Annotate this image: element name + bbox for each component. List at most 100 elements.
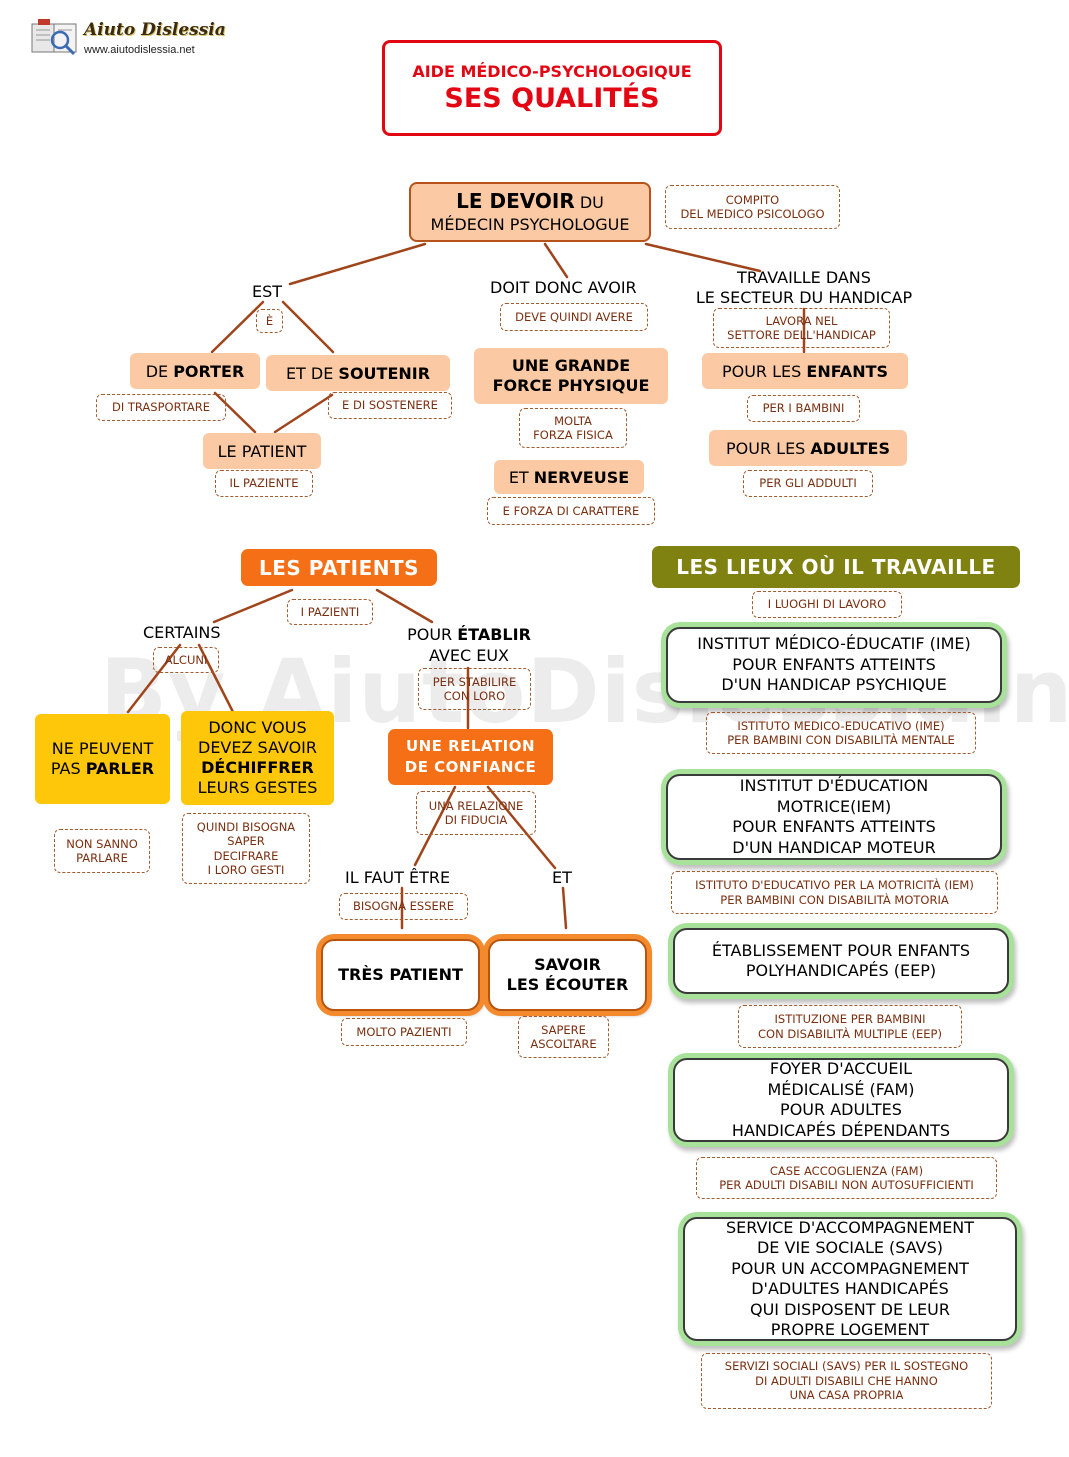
- tr-parler-line1: NON SANNO: [66, 836, 138, 851]
- dechiffrer-line1: DONC VOUS: [208, 718, 307, 737]
- label-et: ET: [552, 868, 572, 887]
- etablir-line2: AVEC EUX: [428, 646, 509, 665]
- lieu-iem-line1: INSTITUT D'ÉDUCATION: [739, 776, 929, 795]
- link-patients-certains: [212, 588, 294, 624]
- lieu-iem-line2: MOTRICE(IEM): [776, 796, 892, 816]
- title-box: AIDE MÉDICO-PSYCHOLOGIQUE SES QUALITÉS: [382, 40, 722, 136]
- porter-bold: PORTER: [173, 361, 245, 381]
- logo-title: Aiuto Dislessia: [84, 20, 226, 40]
- title-line-2: SES QUALITÉS: [444, 83, 660, 114]
- dechiffrer-line3: DÉCHIFFRER: [201, 758, 314, 777]
- tr-est: È: [256, 309, 283, 333]
- tr-nerveuse: E FORZA DI CARATTERE: [487, 497, 655, 525]
- lieu-eep-line2: POLYHANDICAPÉS (EEP): [745, 961, 937, 980]
- lieu-savs-line2: DE VIE SOCIALE (SAVS): [756, 1238, 944, 1257]
- relation-line2: DE CONFIANCE: [404, 758, 537, 776]
- parler-line1: NE PEUVENT: [51, 739, 154, 758]
- lieu-eep-line1: ÉTABLISSEMENT POUR ENFANTS: [711, 940, 971, 960]
- title-line-1: AIDE MÉDICO-PSYCHOLOGIQUE: [412, 62, 692, 81]
- node-nerveuse: ET NERVEUSE: [494, 460, 644, 494]
- link-relation-et: [486, 785, 557, 870]
- node-adultes: POUR LES ADULTES: [709, 430, 907, 466]
- porter-pre: DE: [145, 361, 174, 381]
- node-tres-patient: TRÈS PATIENT: [316, 934, 485, 1016]
- tr-porter: DI TRASPORTARE: [96, 394, 226, 421]
- savoir-line2: LES ÉCOUTER: [506, 975, 629, 994]
- tr-dechiffrer-line2: SAPER: [227, 834, 265, 848]
- tr-lieu-eep: ISTITUZIONE PER BAMBINI CON DISABILITÀ M…: [738, 1005, 962, 1048]
- adultes-bold: ADULTES: [810, 438, 890, 458]
- lieu-iem-line3: POUR ENFANTS ATTEINTS: [732, 817, 936, 836]
- etablir-pre: POUR: [407, 625, 458, 644]
- link-est-soutenir: [281, 300, 335, 354]
- adultes-pre: POUR LES: [726, 438, 811, 458]
- travaille-line1: TRAVAILLE DANS: [737, 268, 871, 287]
- tr-enfants: PER I BAMBINI: [747, 395, 860, 422]
- node-patient: LE PATIENT: [203, 433, 321, 469]
- node-lieux: LES LIEUX OÙ IL TRAVAILLE: [652, 546, 1020, 588]
- logo-url: www.aiutodislessia.net: [84, 44, 195, 56]
- tr-etablir-line2: CON LORO: [443, 689, 506, 703]
- lieu-savs-line6: PROPRE LOGEMENT: [770, 1320, 930, 1339]
- dechiffrer-line4: LEURS GESTES: [197, 778, 318, 797]
- parler-pre: PAS: [50, 759, 86, 778]
- node-parler: NE PEUVENT PAS PARLER: [35, 714, 170, 804]
- lieu-ime: INSTITUT MÉDICO-ÉDUCATIF (IME) POUR ENFA…: [666, 627, 1002, 703]
- link-devoir-doit: [543, 242, 569, 279]
- node-dechiffrer: DONC VOUS DEVEZ SAVOIR DÉCHIFFRER LEURS …: [181, 711, 334, 805]
- tr-lieu-iem: ISTITUTO D'EDUCATIVO PER LA MOTRICITÀ (I…: [671, 871, 998, 914]
- tr-soutenir: E DI SOSTENERE: [328, 392, 452, 419]
- tr-dechiffrer-line1: QUINDI BISOGNA: [196, 819, 296, 834]
- tr-lieu-ime-line1: ISTITUTO MEDICO-EDUCATIVO (IME): [737, 718, 945, 733]
- savoir-line1: SAVOIR: [534, 955, 601, 974]
- tr-lieu-iem-line2: PER BAMBINI CON DISABILITÀ MOTORIA: [720, 892, 949, 907]
- relation-line1: UNE RELATION: [405, 737, 536, 755]
- link-certains-parler: [126, 643, 182, 714]
- tr-devoir: COMPITO DEL MEDICO PSICOLOGO: [665, 185, 840, 229]
- label-travaille: TRAVAILLE DANS LE SECTEUR DU HANDICAP: [684, 268, 924, 308]
- lieu-savs: SERVICE D'ACCOMPAGNEMENT DE VIE SOCIALE …: [683, 1217, 1017, 1341]
- node-enfants: POUR LES ENFANTS: [702, 353, 908, 389]
- lieu-iem-line4: D'UN HANDICAP MOTEUR: [732, 837, 936, 857]
- tr-lieu-fam-line1: CASE ACCOGLIENZA (FAM): [769, 1163, 924, 1178]
- devoir-bold: LE DEVOIR: [456, 189, 575, 213]
- lieu-fam-line4: HANDICAPÉS DÉPENDANTS: [731, 1120, 951, 1140]
- lieu-ime-line2: POUR ENFANTS ATTEINTS: [732, 654, 936, 674]
- node-relation: UNE RELATION DE CONFIANCE: [388, 729, 553, 785]
- tr-lieu-fam-line2: PER ADULTI DISABILI NON AUTOSUFFICIENTI: [719, 1178, 974, 1192]
- tr-patients: I PAZIENTI: [287, 599, 373, 625]
- soutenir-bold: SOUTENIR: [338, 363, 431, 383]
- dechiffrer-line2: DEVEZ SAVOIR: [198, 738, 317, 757]
- tr-lieu-ime-line2: PER BAMBINI CON DISABILITÀ MENTALE: [727, 733, 955, 747]
- node-patients: LES PATIENTS: [241, 549, 437, 586]
- tr-savoir-line1: SAPERE: [541, 1022, 586, 1037]
- tr-devoir-line1: COMPITO: [725, 192, 780, 207]
- tr-parler: NON SANNO PARLARE: [54, 829, 150, 873]
- enfants-pre: POUR LES: [721, 361, 807, 381]
- node-savoir: SAVOIR LES ÉCOUTER: [483, 934, 652, 1016]
- tr-dechiffrer-line3: DECIFRARE: [213, 848, 279, 863]
- link-devoir-travaille: [644, 242, 762, 273]
- link-est-porter: [210, 300, 265, 354]
- link-et-savoir: [561, 886, 568, 930]
- tr-force: MOLTA FORZA FISICA: [519, 408, 627, 448]
- lieu-savs-line1: SERVICE D'ACCOMPAGNEMENT: [725, 1217, 975, 1237]
- tr-relation-line2: DI FIDUCIA: [444, 813, 508, 827]
- enfants-bold: ENFANTS: [806, 361, 889, 381]
- nerveuse-bold: NERVEUSE: [533, 467, 630, 487]
- link-devoir-est: [288, 242, 427, 286]
- force-line1: UNE GRANDE: [511, 356, 631, 375]
- tr-lieu-fam: CASE ACCOGLIENZA (FAM) PER ADULTI DISABI…: [696, 1157, 997, 1199]
- node-devoir: LE DEVOIR DU MÉDECIN PSYCHOLOGUE: [409, 182, 651, 242]
- tr-relation: UNA RELAZIONE DI FIDUCIA: [416, 791, 536, 835]
- nerveuse-pre: ET: [508, 467, 534, 487]
- tr-lieu-eep-line1: ISTITUZIONE PER BAMBINI: [774, 1012, 926, 1026]
- tr-lieu-savs-line3: UNA CASA PROPRIA: [789, 1388, 904, 1403]
- link-soutenir-patient: [273, 393, 334, 434]
- label-etablir: POUR ÉTABLIR AVEC EUX: [378, 624, 560, 666]
- lieu-savs-line5: QUI DISPOSENT DE LEUR: [749, 1299, 950, 1319]
- tr-etablir-line1: PER STABILIRE: [432, 674, 517, 689]
- node-porter: DE PORTER: [130, 353, 260, 389]
